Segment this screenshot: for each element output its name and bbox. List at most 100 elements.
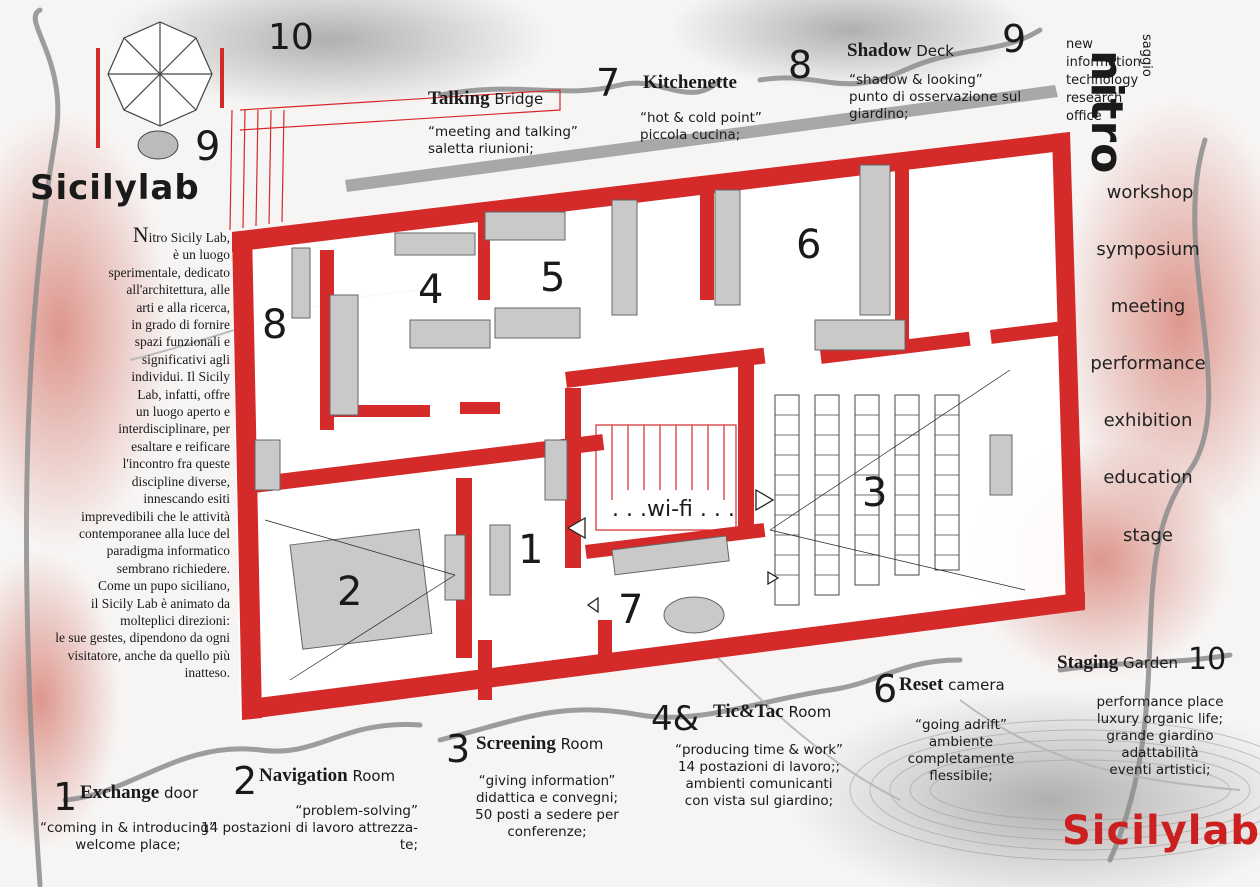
room-number-screening: 3 — [446, 727, 471, 771]
activity-item: education — [1103, 467, 1193, 488]
room-subtitle: Room — [783, 703, 832, 721]
room-title: Reset — [899, 674, 944, 695]
room-subtitle: Deck — [911, 42, 954, 60]
room-label-tictac: Tic&Tac Room — [713, 701, 831, 723]
room-label-navigation: Navigation Room — [259, 765, 395, 787]
intro-line: sembrano richiedere. — [116, 560, 230, 576]
desc-line: adattabilità — [1121, 745, 1199, 761]
intro-initial: N — [132, 222, 149, 247]
room-title: Shadow — [847, 40, 912, 61]
intro-line: le sue gestes, dipendono da ogni — [55, 630, 230, 646]
desc-line: conferenze; — [507, 824, 587, 840]
intro-line: Lab, infatti, offre — [137, 386, 230, 402]
room-label-shadow: Shadow Deck — [847, 40, 954, 62]
nitro-info-line: research — [1066, 91, 1123, 106]
desc-line: “giving information” — [478, 773, 616, 789]
desc-line: 14 postazioni di lavoro;; — [677, 759, 841, 775]
saggio-mark: saggio — [1139, 34, 1154, 77]
nitro-info-line: office — [1066, 109, 1102, 124]
activity-item: symposium — [1096, 239, 1200, 260]
desc-line: “coming in & introducing” — [40, 820, 216, 836]
room-title: Staging — [1057, 652, 1119, 673]
room-desc-kitchenette: “hot & cold point” piccola cucina; — [640, 110, 762, 144]
desc-line: 50 posti a sedere per — [475, 807, 619, 823]
room-number-exchange: 1 — [53, 775, 78, 819]
room-title: Exchange — [80, 782, 160, 803]
activity-item: meeting — [1110, 296, 1186, 317]
activity-item: workshop — [1106, 182, 1194, 203]
sicilylab-logo-bottom: Sicilylab — [1062, 808, 1260, 854]
room-desc-talking: “meeting and talking” saletta riunioni; — [428, 124, 578, 158]
intro-line: all'architettura, alle — [126, 282, 230, 298]
plan-number-1: 1 — [518, 527, 544, 573]
activity-item: stage — [1123, 525, 1173, 546]
desc-line: “hot & cold point” — [640, 110, 762, 126]
desc-line: luxury organic life; — [1096, 711, 1224, 727]
room-title: Screening — [476, 733, 556, 754]
room-number-staging: 10 — [1188, 642, 1227, 677]
desc-line: “shadow & looking” — [849, 72, 983, 88]
room-subtitle: Room — [555, 735, 604, 753]
intro-line: contemporanee alla luce del — [78, 525, 230, 541]
intro-line: un luogo aperto e — [135, 404, 230, 420]
intro-line: molteplici direzioni: — [120, 612, 230, 628]
intro-line: imprevedibili che le attività — [81, 508, 230, 524]
desc-line: giardino; — [849, 106, 909, 122]
room-desc-reset: “going adrift” ambiente completamente fl… — [902, 717, 1020, 785]
intro-text: Nitro Sicily Lab, è un luogo sperimental… — [12, 224, 230, 682]
room-number-talking: 7 — [596, 61, 621, 105]
room-desc-screening: “giving information” didattica e convegn… — [468, 773, 626, 841]
room-subtitle: Bridge — [489, 90, 544, 108]
desc-line: welcome place; — [75, 837, 181, 853]
intro-line: visitatore, anche da quello più — [67, 647, 230, 663]
room-desc-tictac: “producing time & work” 14 postazioni di… — [664, 742, 854, 810]
room-title: Kitchenette — [643, 72, 737, 93]
room-label-kitchenette: Kitchenette — [643, 72, 737, 94]
intro-line: Come un pupo siciliano, — [98, 578, 230, 594]
plan-number-10: 10 — [268, 17, 314, 58]
intro-line: è un luogo — [173, 247, 230, 263]
room-number-shadow: 9 — [1002, 17, 1027, 61]
intro-line: itro Sicily Lab, — [148, 230, 230, 245]
desc-line: didattica e convegni; — [475, 790, 619, 806]
activity-item: performance — [1090, 353, 1206, 374]
desc-line: “going adrift” — [915, 717, 1007, 733]
room-label-staging: Staging Garden — [1057, 652, 1178, 674]
room-number-navigation: 2 — [233, 759, 258, 803]
desc-line: “producing time & work” — [674, 742, 844, 758]
intro-line: il Sicily Lab è animato da — [90, 595, 230, 611]
desc-line: ambienti comunicanti — [685, 776, 833, 792]
room-label-reset: Reset camera — [899, 674, 1005, 696]
intro-line: sperimentale, dedicato — [108, 264, 230, 280]
room-title: Tic&Tac — [713, 701, 784, 722]
room-subtitle: camera — [943, 676, 1005, 694]
desc-line: ambiente — [928, 734, 994, 750]
intro-line: inatteso. — [184, 665, 230, 681]
desc-line: “meeting and talking” — [428, 124, 578, 140]
plan-number-8: 8 — [262, 302, 288, 348]
desc-line: 14 postazioni di lavoro attrezza- — [200, 820, 418, 836]
room-number-tictac: 4& — [651, 699, 700, 739]
plan-number-7: 7 — [618, 587, 644, 633]
intro-line: innescando esiti — [143, 491, 230, 507]
room-subtitle: Garden — [1118, 654, 1178, 672]
desc-line: con vista sul giardino; — [684, 793, 834, 809]
intro-line: spazi funzionali e — [134, 334, 230, 350]
room-desc-navigation: “problem-solving” 14 postazioni di lavor… — [200, 803, 418, 854]
nitro-info: new information technology research offi… — [1066, 36, 1141, 126]
intro-line: arti e alla ricerca, — [136, 299, 230, 315]
desc-line: punto di osservazione sul — [849, 89, 1022, 105]
desc-line: saletta riunioni; — [428, 141, 534, 157]
room-label-exchange: Exchange door — [80, 782, 198, 804]
room-title: Navigation — [259, 765, 348, 786]
wifi-label: . . .wi-fi . . . — [612, 497, 735, 522]
sicilylab-logo-top: Sicilylab — [30, 168, 200, 208]
plan-number-9: 9 — [195, 124, 221, 170]
intro-line: discipline diverse, — [131, 473, 230, 489]
intro-line: in grado di fornire — [131, 317, 230, 333]
plan-number-2: 2 — [337, 569, 363, 615]
room-subtitle: Room — [347, 767, 396, 785]
